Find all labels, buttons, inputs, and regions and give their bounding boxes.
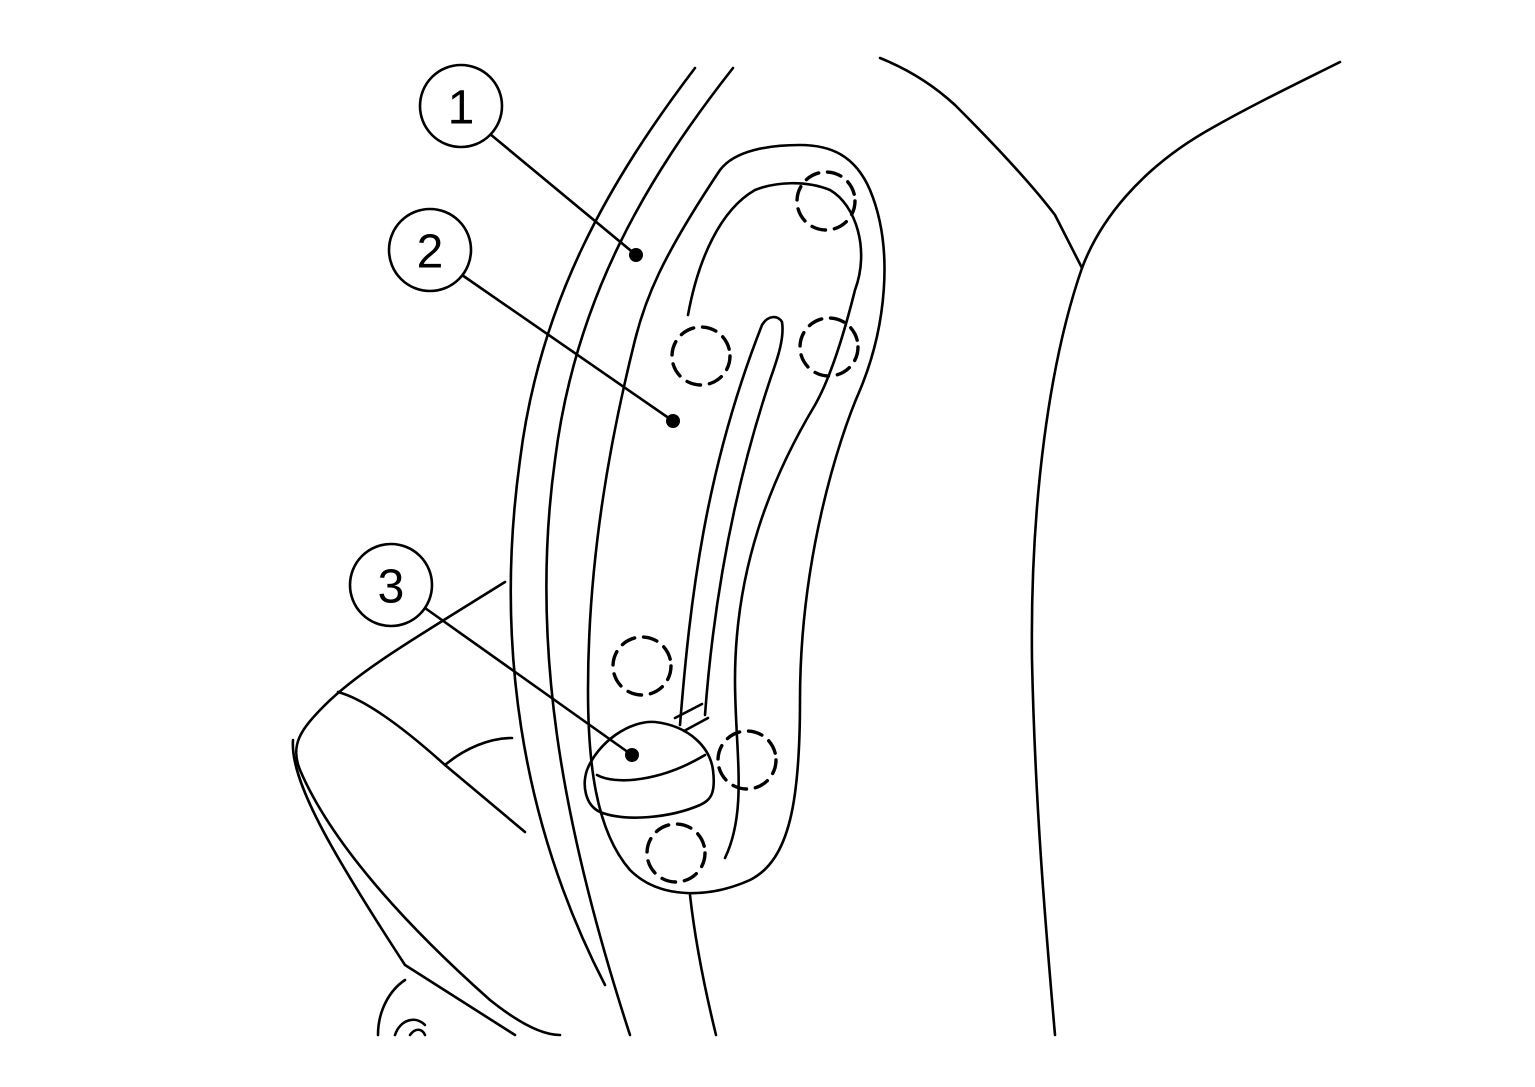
knob	[583, 720, 716, 819]
clip-marker	[795, 170, 857, 232]
leader-line	[461, 273, 674, 423]
seat-back-edge	[509, 66, 735, 1037]
callout-circle	[418, 63, 504, 149]
clip-marker	[670, 325, 732, 387]
leader-dot	[625, 748, 639, 762]
clip-marker	[645, 822, 707, 884]
leader-line	[424, 606, 633, 757]
callout-circle	[387, 207, 473, 293]
clip-marker	[611, 635, 673, 697]
leader-line	[489, 132, 637, 257]
callout-circle	[348, 542, 434, 628]
callout-2: 2	[387, 207, 680, 428]
callout-label: 2	[417, 226, 444, 279]
lower-trim-line	[688, 893, 718, 1037]
clip-marker	[798, 316, 860, 378]
callout-label: 3	[378, 561, 405, 614]
seat-cushion	[291, 580, 562, 1037]
callout-label: 1	[448, 82, 475, 135]
adjuster-lever	[673, 315, 784, 733]
clip-marker	[716, 729, 778, 791]
callout-1: 1	[418, 63, 643, 262]
leader-dot	[629, 248, 643, 262]
callout-3: 3	[348, 542, 639, 762]
side-trim-cover-outline	[586, 143, 886, 895]
leader-dot	[666, 414, 680, 428]
clip-markers	[611, 170, 860, 884]
seat-back-contour	[878, 56, 1342, 1037]
side-trim-cover-inner	[686, 181, 863, 860]
